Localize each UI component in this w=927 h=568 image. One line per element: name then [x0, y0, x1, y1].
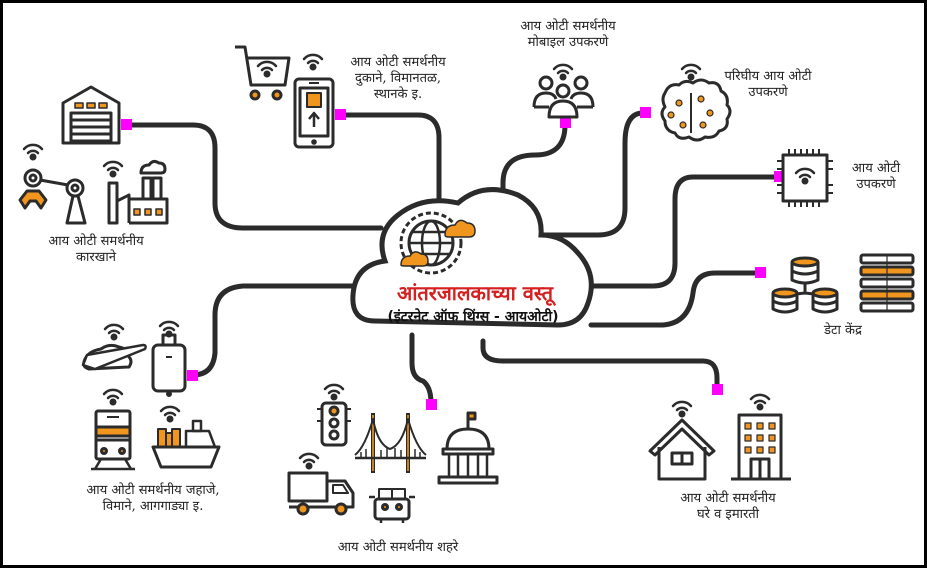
connector-node-shops	[335, 109, 346, 120]
label-homes: आय ओटी समर्थनीय घरे व इमारती	[680, 491, 776, 522]
bridge-icon	[354, 413, 427, 473]
server-rack-icon	[859, 253, 915, 313]
database-network-icon	[771, 256, 839, 314]
hub-subtitle: (इंटरनेट ऑफ थिंग्स - आयओटी)	[387, 309, 559, 325]
label-mobile: आय ओटी समर्थनीय मोबाइल उपकरणे	[520, 19, 616, 50]
label-devices: आय ओटी उपकरणे	[851, 161, 901, 192]
connector-node-factories	[121, 119, 132, 130]
hub-title: आंतरजालकाच्या वस्तू	[396, 281, 554, 305]
people-group-icon	[532, 63, 595, 119]
label-cities: आय ओटी समर्थनीय शहरे	[337, 540, 459, 555]
house-icon	[648, 400, 716, 481]
building-icon	[731, 393, 791, 481]
truck-icon	[287, 452, 355, 516]
government-building-icon	[437, 411, 499, 485]
car-icon	[369, 488, 415, 523]
connector-node-devices	[774, 171, 785, 182]
hub-cloud	[350, 187, 594, 328]
factory-icon	[102, 159, 169, 225]
smartphone-icon	[293, 53, 335, 149]
airplane-icon	[81, 323, 147, 371]
label-datacenter: डेटा केंद्र	[824, 323, 862, 338]
ship-icon	[151, 405, 221, 469]
traffic-light-icon	[317, 383, 351, 447]
connector-node-datacenter	[755, 267, 766, 278]
luggage-icon	[151, 320, 187, 397]
label-shops: आय ओटी समर्थनीय दुकाने, विमानतळ, स्थानके…	[350, 55, 446, 102]
train-icon	[91, 388, 135, 471]
connector-node-peripheral	[640, 107, 651, 118]
robot-arm-icon	[18, 143, 87, 225]
connector-node-transport	[187, 370, 198, 381]
label-peripheral: परिघीय आय ओटी उपकरणे	[724, 69, 812, 100]
shopping-cart-icon	[235, 45, 291, 101]
connector-node-homes	[712, 384, 723, 395]
connector-node-mobile	[560, 117, 571, 128]
chip-icon	[777, 149, 833, 207]
icon-layer	[18, 45, 915, 523]
connector-lines	[121, 107, 785, 410]
connector-node-cities	[426, 399, 437, 410]
label-factories: आय ओटी समर्थनीय कारखाने	[48, 234, 144, 265]
brain-circuit-icon	[660, 63, 732, 142]
globe-cloud-icon	[399, 211, 476, 275]
warehouse-icon	[61, 85, 121, 145]
label-transport: आय ओटी समर्थनीय जहाजे, विमाने, आगगाड्या …	[86, 483, 220, 514]
